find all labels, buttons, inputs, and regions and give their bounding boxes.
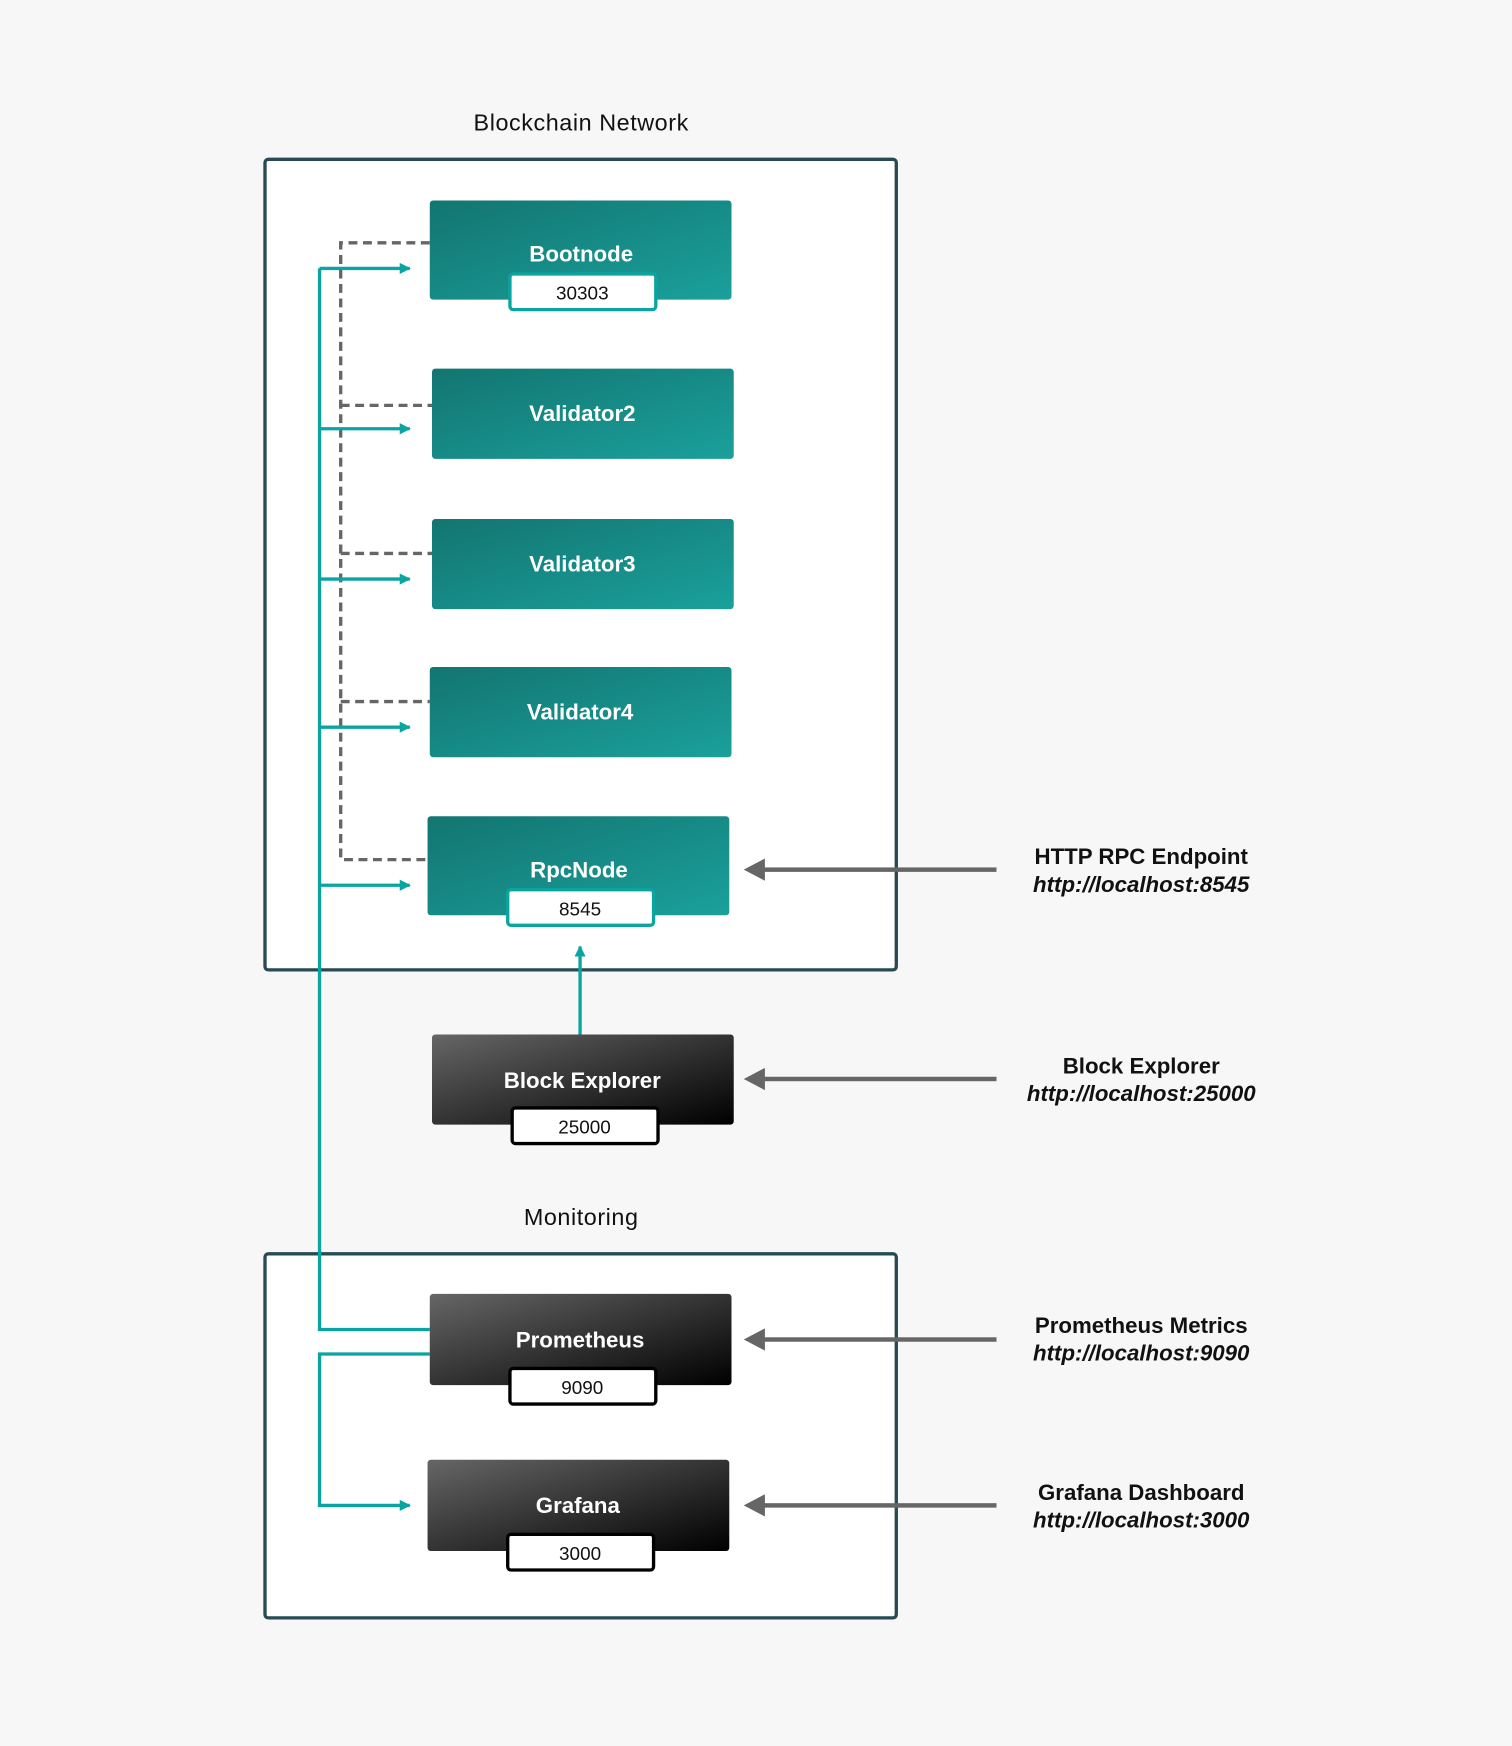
node-rpcnode[interactable]: RpcNode 8545 — [427, 816, 730, 928]
node-bootnode[interactable]: Bootnode 30303 — [429, 200, 732, 312]
node-label: Validator3 — [529, 551, 635, 576]
port-badge — [508, 1366, 658, 1406]
group-title-monitoring: Monitoring — [524, 1204, 639, 1230]
node-label: Block Explorer — [504, 1068, 661, 1093]
endpoint-url[interactable]: http://localhost:9090 — [1033, 1341, 1250, 1366]
endpoint-url[interactable]: http://localhost:8545 — [1033, 872, 1250, 897]
node-validator3[interactable]: Validator3 — [432, 518, 734, 610]
port-label: 3000 — [559, 1544, 601, 1565]
node-block-explorer[interactable]: Block Explorer 25000 — [432, 1034, 734, 1146]
node-label: Bootnode — [529, 242, 633, 267]
node-label: Validator2 — [529, 401, 635, 426]
endpoint-label: Grafana Dashboard — [1038, 1480, 1245, 1505]
endpoint-label: Prometheus Metrics — [1035, 1313, 1248, 1338]
port-badge — [510, 1106, 660, 1146]
endpoint-label: HTTP RPC Endpoint — [1035, 844, 1249, 869]
port-label: 9090 — [561, 1378, 603, 1399]
node-prometheus[interactable]: Prometheus 9090 — [429, 1293, 732, 1406]
node-label: Validator4 — [527, 699, 634, 724]
monitoring-group — [263, 1252, 898, 1620]
endpoint-grafana[interactable]: Grafana Dashboard http://localhost:3000 — [1033, 1480, 1250, 1533]
endpoint-explorer[interactable]: Block Explorer http://localhost:25000 — [1027, 1053, 1256, 1106]
node-grafana[interactable]: Grafana 3000 — [427, 1459, 730, 1572]
endpoint-url[interactable]: http://localhost:25000 — [1027, 1081, 1256, 1106]
node-label: Prometheus — [516, 1327, 645, 1352]
node-label: RpcNode — [530, 857, 628, 882]
port-badge — [506, 888, 656, 928]
port-label: 25000 — [558, 1118, 611, 1139]
port-label: 8545 — [559, 899, 601, 920]
node-validator4[interactable]: Validator4 — [429, 667, 732, 758]
endpoint-prometheus[interactable]: Prometheus Metrics http://localhost:9090 — [1033, 1313, 1250, 1366]
port-label: 30303 — [556, 284, 609, 305]
endpoint-label: Block Explorer — [1063, 1053, 1220, 1078]
node-label: Grafana — [536, 1493, 621, 1518]
external-access-arrows — [743, 858, 997, 1517]
endpoint-rpc[interactable]: HTTP RPC Endpoint http://localhost:8545 — [1033, 844, 1250, 897]
port-badge — [506, 1532, 656, 1572]
endpoint-url[interactable]: http://localhost:3000 — [1033, 1508, 1250, 1533]
p2p-dashed-connections — [339, 241, 432, 862]
group-title-blockchain: Blockchain Network — [474, 109, 689, 135]
port-badge — [508, 272, 658, 312]
node-validator2[interactable]: Validator2 — [432, 368, 734, 459]
metrics-scrape-connections — [317, 262, 586, 1511]
